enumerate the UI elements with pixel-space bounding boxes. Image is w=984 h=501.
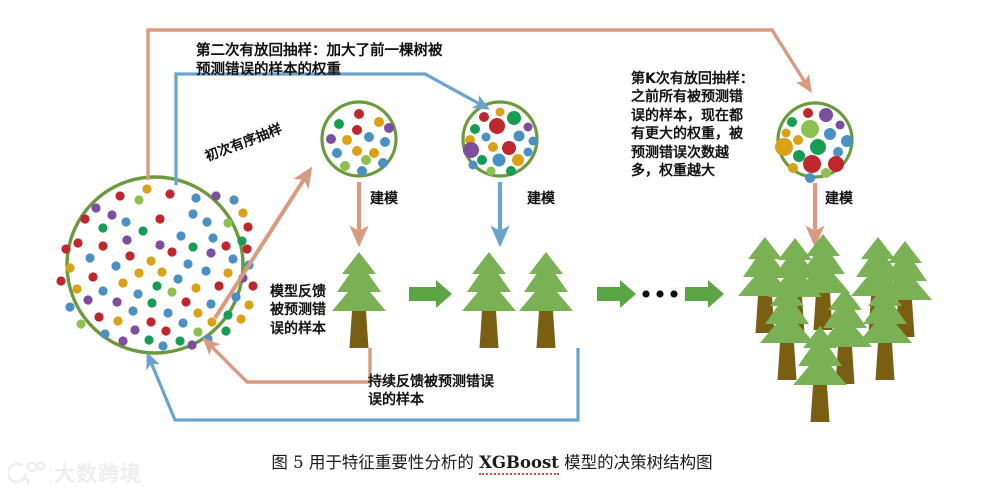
full-sample-population	[56, 175, 258, 355]
population-dots	[56, 184, 258, 351]
arrow-second-sampling	[174, 72, 490, 185]
arrow-boost-2	[597, 280, 636, 308]
label-feedback-1: 模型反馈被预测错误的样本	[270, 284, 326, 337]
label-second-sampling: 第二次有放回抽样：加大了前一棵树被 预测错误的样本的权重	[196, 43, 443, 79]
arrow-first-sampling	[213, 166, 313, 320]
tree-stage-1	[332, 252, 386, 348]
arrow-boost-1	[409, 280, 452, 308]
arrow-boost-3	[685, 280, 724, 308]
arrow-feedback-1	[202, 337, 372, 384]
sample-circle-2	[461, 100, 539, 178]
tree-stage-2	[462, 252, 573, 348]
label-modeling-2: 建模	[527, 191, 555, 207]
label-modeling-1: 建模	[370, 191, 398, 207]
caption-suffix: 模型的决策树结构图	[558, 453, 713, 472]
tree-forest	[738, 234, 932, 422]
label-modeling-3: 建模	[825, 191, 853, 207]
sample-circle-3	[775, 101, 854, 183]
arrow-kth-sampling	[146, 28, 812, 180]
sample-circle-1	[320, 100, 398, 178]
caption-prefix: 图 5 用于特征重要性分析的	[271, 453, 480, 472]
label-feedback-2: 持续反馈被预测错误 误的样本	[368, 374, 494, 409]
caption-term-xgboost: XGBoost	[479, 453, 559, 475]
label-kth-sampling: 第K次有放回抽样：之前所有被预测错误的样本，现在都有更大的权重，被预测错误次数越…	[631, 71, 754, 180]
figure-caption: 图 5 用于特征重要性分析的 XGBoost 模型的决策树结构图	[0, 449, 984, 475]
ellipsis-dots	[642, 290, 678, 298]
arrow-feedback-2	[146, 348, 580, 422]
